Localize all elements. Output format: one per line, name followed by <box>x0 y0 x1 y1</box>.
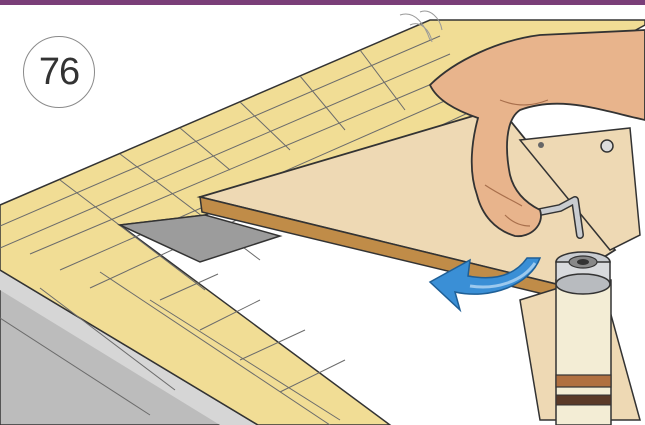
cylinder-leg <box>556 252 611 425</box>
step-number-badge: 76 <box>23 36 95 108</box>
step-number-label: 76 <box>39 51 79 94</box>
assembly-illustration <box>0 5 645 425</box>
